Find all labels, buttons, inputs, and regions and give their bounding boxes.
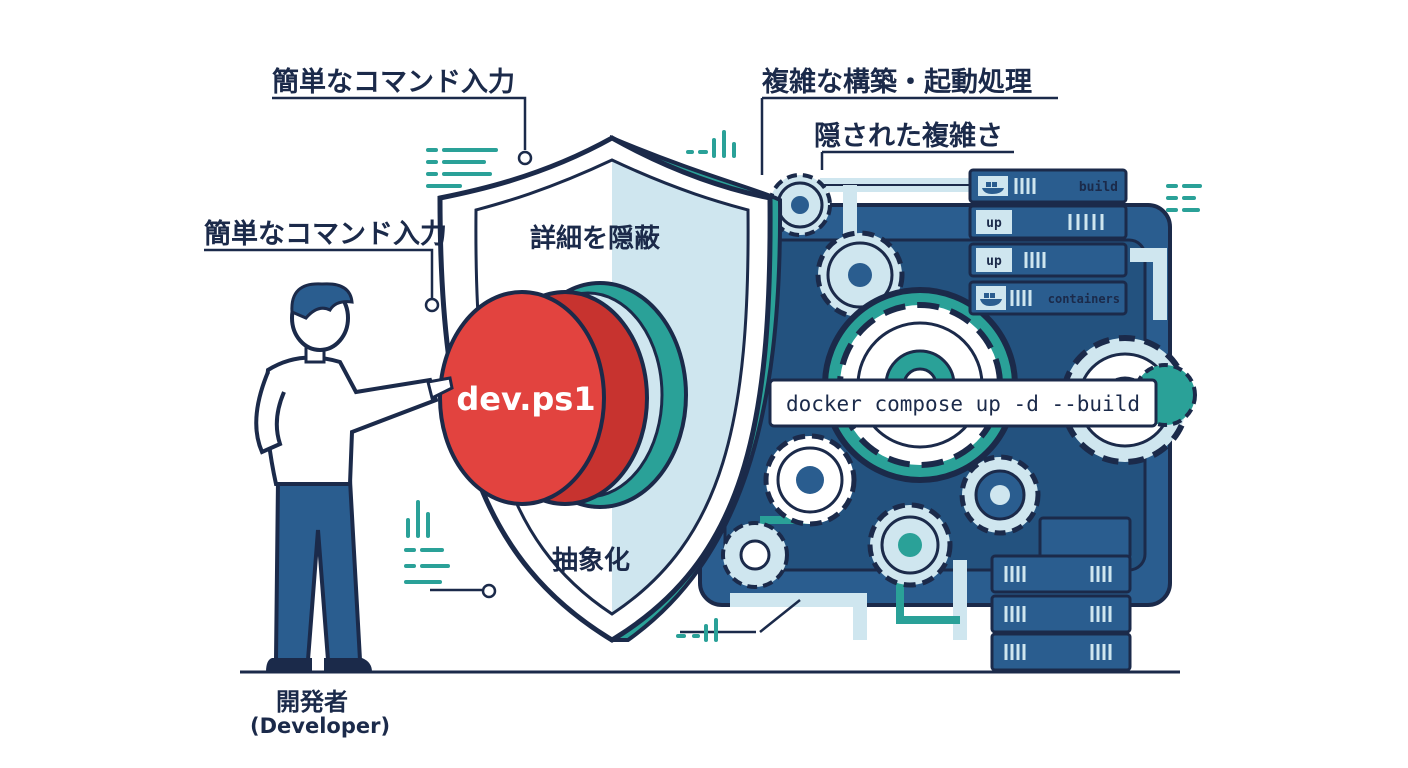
server-label: build xyxy=(1079,180,1118,195)
docker-icon xyxy=(976,286,1006,310)
server-unit: build xyxy=(968,168,1128,204)
server-label: up xyxy=(986,254,1002,269)
hide-details-label: 詳細を隠蔽 xyxy=(530,224,661,254)
docker-icon xyxy=(978,176,1008,196)
callout-lines xyxy=(204,96,1058,634)
server-unit: up xyxy=(968,204,1128,240)
dev-ps1-button[interactable]: dev.ps1 xyxy=(438,290,649,506)
gear-icon xyxy=(867,502,953,588)
command-bar: docker compose up -d --build xyxy=(768,378,1158,428)
button-label: dev.ps1 xyxy=(456,380,595,418)
gear-icon xyxy=(763,433,857,527)
server-unit: containers xyxy=(968,280,1128,316)
gear-icon xyxy=(959,454,1041,536)
developer-label: 開発者 xyxy=(276,688,348,716)
simple-command-label-top: 簡単なコマンド入力 xyxy=(272,67,515,98)
server-label: containers xyxy=(1048,292,1120,306)
server-label: up xyxy=(986,216,1002,231)
decorative-dashes xyxy=(404,130,1202,642)
simple-command-label-left: 簡単なコマンド入力 xyxy=(204,219,447,250)
command-text: docker compose up -d --build xyxy=(786,392,1140,416)
gear-icon xyxy=(768,173,832,237)
abstraction-label: 抽象化 xyxy=(552,546,631,576)
hidden-complexity-label: 隠された複雑さ xyxy=(814,121,1003,152)
server-rack-top: build up up containers xyxy=(968,168,1128,316)
developer-figure xyxy=(254,282,454,672)
complex-build-label: 複雑な構築・起動処理 xyxy=(762,67,1032,98)
server-rack-bottom xyxy=(990,516,1132,672)
developer-en-label: (Developer) xyxy=(250,714,391,738)
gear-icon xyxy=(721,521,789,589)
server-unit: up xyxy=(968,242,1128,278)
